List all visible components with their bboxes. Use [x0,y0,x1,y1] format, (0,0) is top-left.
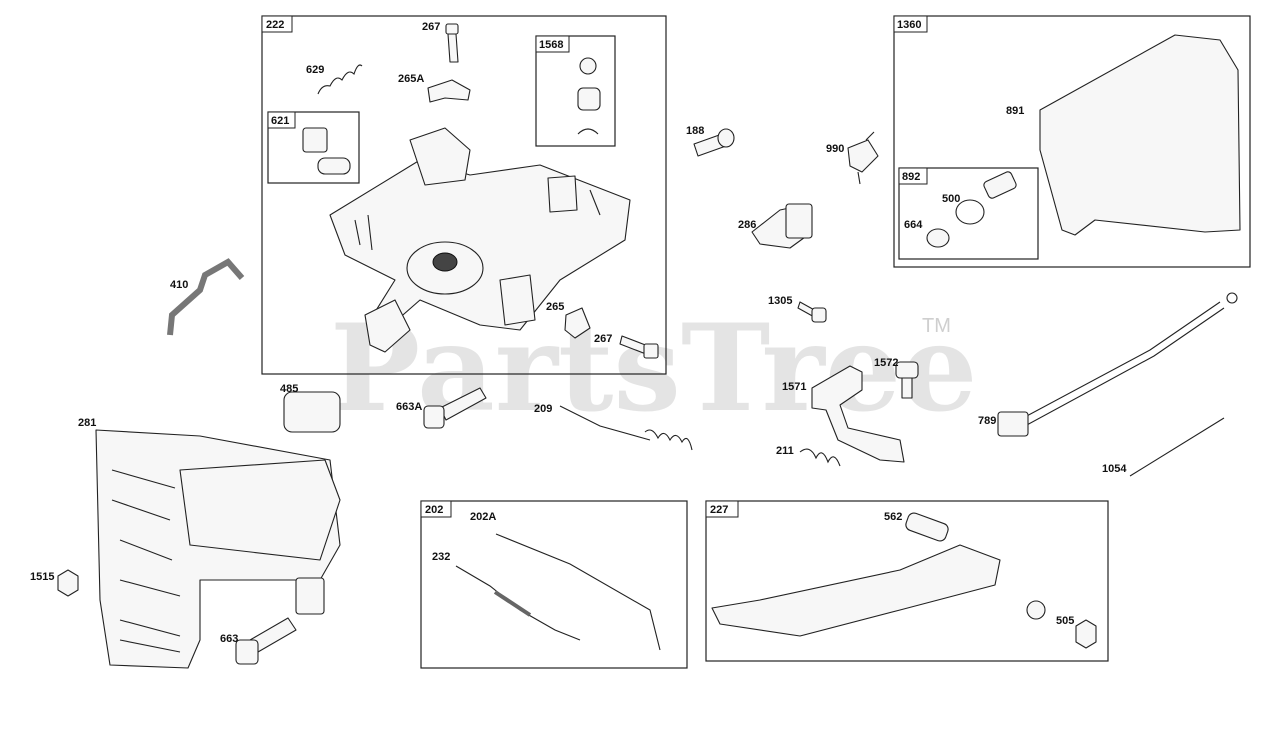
callout-505[interactable]: 505 [1056,615,1074,627]
callout-664[interactable]: 664 [904,219,923,231]
part-485-drawing [283,391,341,433]
spring-629-drawing [317,64,363,95]
bolt-663A-drawing [423,387,487,429]
callout-990[interactable]: 990 [826,143,844,155]
callout-209[interactable]: 209 [534,403,552,415]
callout-485[interactable]: 485 [280,383,298,395]
callout-562[interactable]: 562 [884,511,902,523]
watermark-tm: TM [922,315,951,337]
callout-663[interactable]: 663 [220,633,238,645]
group-892[interactable]: 892 [898,167,1039,260]
callout-232[interactable]: 232 [432,551,450,563]
callout-267b[interactable]: 267 [594,333,612,345]
callout-1305[interactable]: 1305 [768,295,792,307]
bolt-663-drawing [235,617,297,665]
governor-bracket-drawing [329,127,631,353]
clip-265-drawing [564,307,591,339]
group-227[interactable]: 227 [705,500,1109,662]
part-286-drawing [751,203,813,249]
group-label: 202 [425,504,443,516]
callout-265[interactable]: 265 [546,301,564,313]
callout-891[interactable]: 891 [1006,105,1024,117]
callout-188[interactable]: 188 [686,125,704,137]
group-label: 1360 [897,19,921,31]
callout-1571[interactable]: 1571 [782,381,806,393]
tie-1054-drawing [1129,417,1225,477]
group-1568[interactable]: 1568 [535,35,616,147]
bolt-1305-drawing [797,301,827,323]
group-621[interactable]: 621 [267,111,360,184]
callout-265A[interactable]: 265A [398,73,424,85]
callout-500[interactable]: 500 [942,193,960,205]
parts-621-drawing [302,127,351,175]
wire-789-drawing [997,292,1238,437]
bolt-1572-drawing [895,361,919,399]
lever-227-drawing [711,512,1097,649]
panel-281-drawing [95,429,341,669]
group-label: 1568 [539,39,563,51]
parts-1568-drawing [577,57,601,135]
screw-267-drawing [445,23,459,63]
group-1360[interactable]: 1360 [893,15,1251,268]
callout-281[interactable]: 281 [78,417,96,429]
callout-789[interactable]: 789 [978,415,996,427]
clip-265A-drawing [427,79,471,103]
callout-286[interactable]: 286 [738,219,756,231]
spring-209-drawing [559,405,693,451]
group-label: 222 [266,19,284,31]
group-label: 621 [271,115,289,127]
bracket-1571-drawing [811,365,905,463]
tube-410-drawing [167,258,245,336]
callout-211[interactable]: 211 [776,445,794,457]
callouts: 267 629 265A 265 267 188 990 891 500 664… [30,21,1127,645]
callout-629[interactable]: 629 [306,64,324,76]
callout-410[interactable]: 410 [170,279,188,291]
cables-202-drawing [455,533,661,651]
callout-663A[interactable]: 663A [396,401,422,413]
group-label: 892 [902,171,920,183]
screw-188-drawing [693,128,735,157]
cover-891-drawing [1039,34,1241,236]
nut-1515-drawing [57,569,79,597]
spring-211-drawing [799,448,841,467]
callout-267[interactable]: 267 [422,21,440,33]
callout-1515[interactable]: 1515 [30,571,54,583]
callout-1054[interactable]: 1054 [1102,463,1127,475]
part-990-drawing [847,131,879,185]
screw-267b-drawing [619,335,659,359]
group-222[interactable]: 222 [261,15,667,375]
parts-892-drawing [926,171,1017,248]
group-label: 227 [710,504,728,516]
group-202[interactable]: 202 [420,500,688,669]
callout-1572[interactable]: 1572 [874,357,898,369]
callout-202A[interactable]: 202A [470,511,496,523]
